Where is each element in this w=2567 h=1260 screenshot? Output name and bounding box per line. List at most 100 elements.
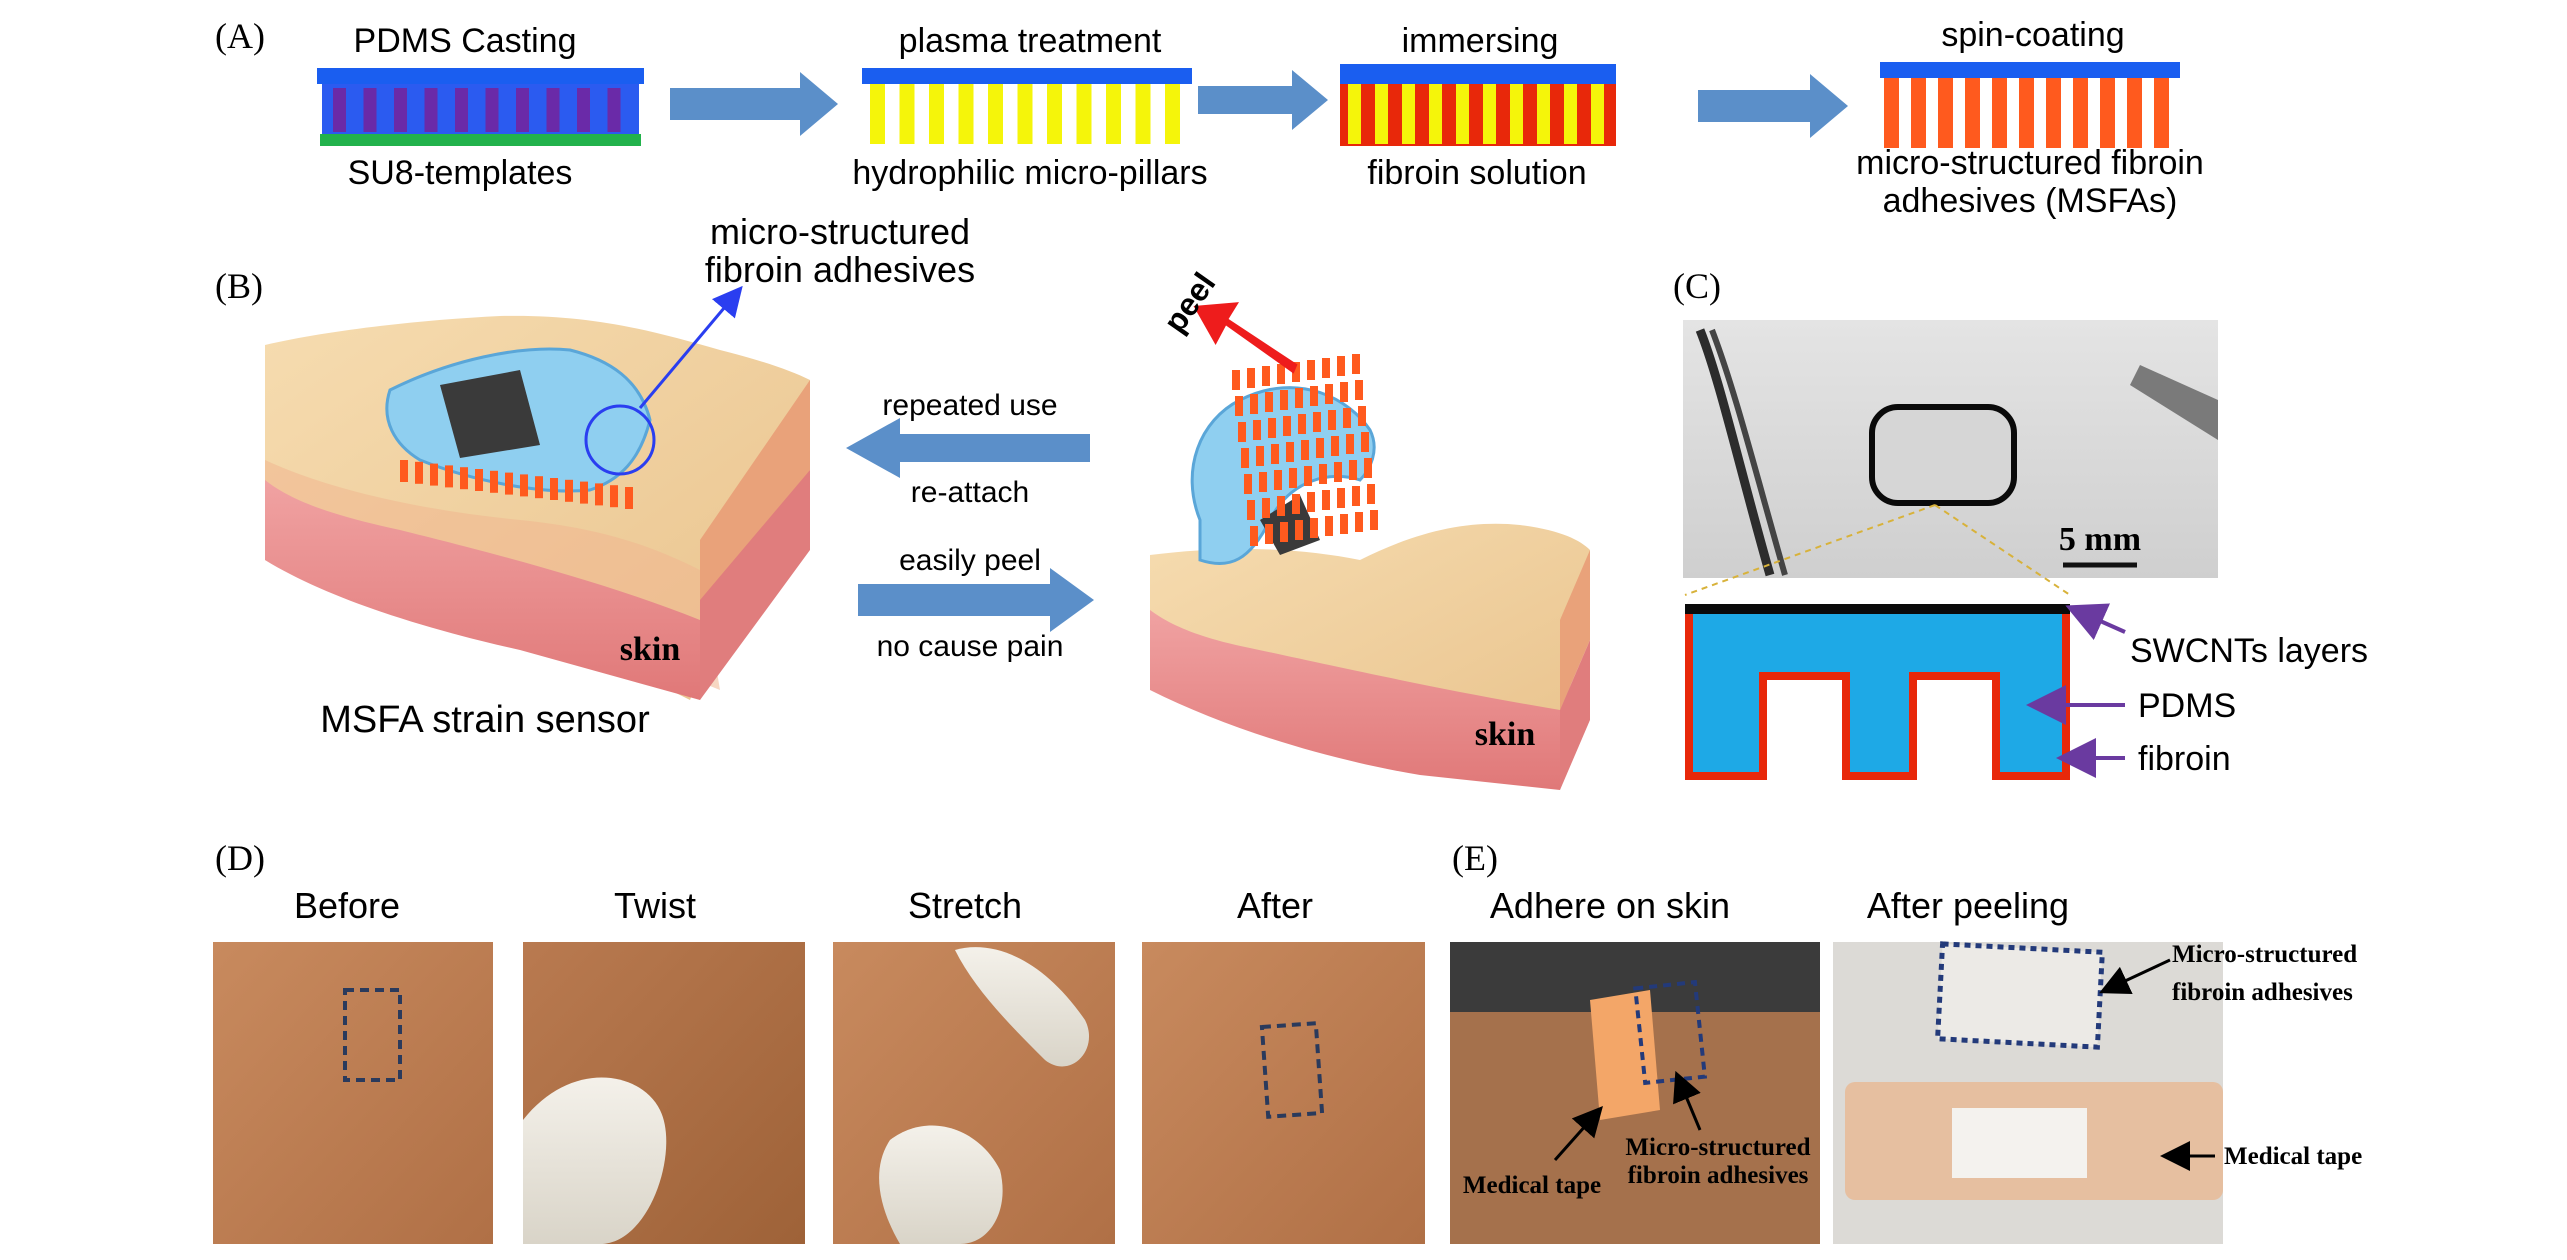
panel-d-letter: (D)	[215, 838, 265, 878]
yellow-pillar	[988, 84, 1003, 144]
right-msfa-line2: fibroin adhesives	[2172, 979, 2353, 1006]
photo-stretch-label: Stretch	[908, 885, 1022, 926]
msfa-pillar	[1884, 78, 1899, 148]
tape-label: Medical tape	[1463, 1172, 1601, 1199]
fringe-hair	[1298, 414, 1306, 434]
fringe-hair	[520, 474, 528, 497]
msfa-pillar	[1938, 78, 1953, 148]
tweezer-tip	[2130, 365, 2218, 440]
fringe-hair	[1358, 406, 1366, 426]
yellow-pillar	[1076, 84, 1092, 144]
fringe-hair	[1250, 526, 1258, 546]
immersed-pillar	[1456, 84, 1469, 144]
fringe-hair	[1295, 520, 1303, 540]
dashed-outline-peeled-msfa	[1934, 941, 2105, 1050]
su8-pillar	[333, 88, 346, 132]
adhesive-fringe-left	[400, 460, 633, 509]
msfa-pillar	[2154, 78, 2169, 148]
fringe-hair	[625, 487, 633, 509]
arrow-peel	[858, 568, 1094, 632]
skin-block-left: skin	[265, 285, 810, 700]
glove-twist	[523, 1077, 667, 1244]
fringe-hair	[1307, 492, 1315, 512]
immersed-pillar	[1483, 84, 1496, 144]
label-swcnt: SWCNTs layers	[2130, 632, 2368, 670]
fringe-hair	[1256, 446, 1264, 466]
step4-title: spin-coating	[1941, 16, 2124, 54]
panel-c-letter: (C)	[1673, 266, 1721, 306]
immersed-pillar	[1429, 84, 1442, 144]
skin-label-right: skin	[1475, 716, 1536, 753]
msfa-pillar	[1911, 78, 1926, 148]
msfa-pillar	[2127, 78, 2142, 148]
skin-dermis-right	[1150, 610, 1560, 790]
fringe-hair	[1361, 432, 1369, 452]
fringe-hair	[1322, 358, 1330, 378]
immersed-pillar	[1537, 84, 1550, 144]
panel-a-letter: (A)	[215, 16, 265, 56]
dashed-outline-before	[343, 988, 402, 1082]
su8-pillar	[607, 88, 621, 132]
fringe-hair	[1319, 464, 1327, 484]
hydrophilic-pillars	[870, 84, 1180, 144]
swcnt-frame	[1869, 404, 2017, 506]
medical-tape-strip	[1590, 990, 1660, 1120]
fringe-hair	[1310, 518, 1318, 538]
step4-caption-line2: adhesives (MSFAs)	[1883, 182, 2178, 220]
fringe-hair	[460, 467, 468, 490]
arrow-a3	[1698, 74, 1848, 138]
skin-side-pink-left	[700, 470, 810, 700]
peel-arrow	[1193, 302, 1298, 374]
su8-pillar	[546, 88, 560, 132]
su8-pillar	[424, 88, 438, 132]
panel-d: (D) Before Twist Stretch After	[213, 838, 1425, 1244]
step3-schematic: immersing fibroin solution	[1340, 22, 1616, 192]
wire-2	[1709, 328, 1788, 576]
msfa-pillar	[2073, 78, 2088, 148]
step4-schematic: spin-coating micro-structured fibroin ad…	[1856, 16, 2204, 220]
skin-side-pink-right	[1560, 640, 1590, 790]
fringe-hair	[1289, 468, 1297, 488]
photo-after-label: After	[1237, 885, 1313, 926]
immersed-pillars	[1348, 84, 1604, 144]
fringe-hair	[1265, 524, 1273, 544]
fringe-hair	[550, 478, 558, 500]
arrow-bottom-label: easily peel	[899, 544, 1041, 577]
fringe-hair	[1262, 498, 1270, 518]
fringe-hair	[1259, 472, 1267, 492]
fringe-hair	[1352, 486, 1360, 506]
immersed-pillar	[1402, 84, 1415, 144]
fringe-hair	[1313, 412, 1321, 432]
fringe-hair	[1262, 366, 1270, 386]
photo-adhere-label: Adhere on skin	[1490, 885, 1730, 926]
fringe-hair	[1235, 396, 1243, 416]
fringe-hair	[580, 481, 588, 504]
fringe-hair	[1364, 458, 1372, 478]
fringe-hair	[1241, 448, 1249, 468]
fringe-hair	[1349, 460, 1357, 480]
callout-line1: micro-structured	[710, 211, 970, 252]
fringe-hair	[490, 470, 498, 493]
fringe-hair	[1283, 416, 1291, 436]
fringe-hair	[1301, 440, 1309, 460]
immersed-pillar	[1564, 84, 1577, 144]
msfa-pointer	[1673, 1070, 1702, 1131]
scale-bar-label: 5 mm	[2059, 521, 2141, 558]
arrow-top-label: repeated use	[882, 389, 1057, 422]
fringe-hair	[1334, 462, 1342, 482]
msfa-pillar	[2100, 78, 2115, 148]
callout-line2: fibroin adhesives	[705, 249, 975, 290]
fringe-hair	[1274, 470, 1282, 490]
fringe-hair	[400, 460, 408, 482]
yellow-pillar	[1135, 84, 1151, 144]
fringe-hair	[1307, 360, 1315, 380]
fringe-hair	[1337, 488, 1345, 508]
photo-after	[1142, 942, 1425, 1244]
panel-e-letter: (E)	[1452, 838, 1498, 878]
yellow-pillar	[870, 84, 885, 144]
tape-pointer	[1553, 1106, 1603, 1161]
callout-arrow	[638, 285, 743, 409]
photo-peeling-label: After peeling	[1867, 885, 2069, 926]
fringe-hair	[1277, 496, 1285, 516]
fringe-hair	[1337, 356, 1345, 376]
